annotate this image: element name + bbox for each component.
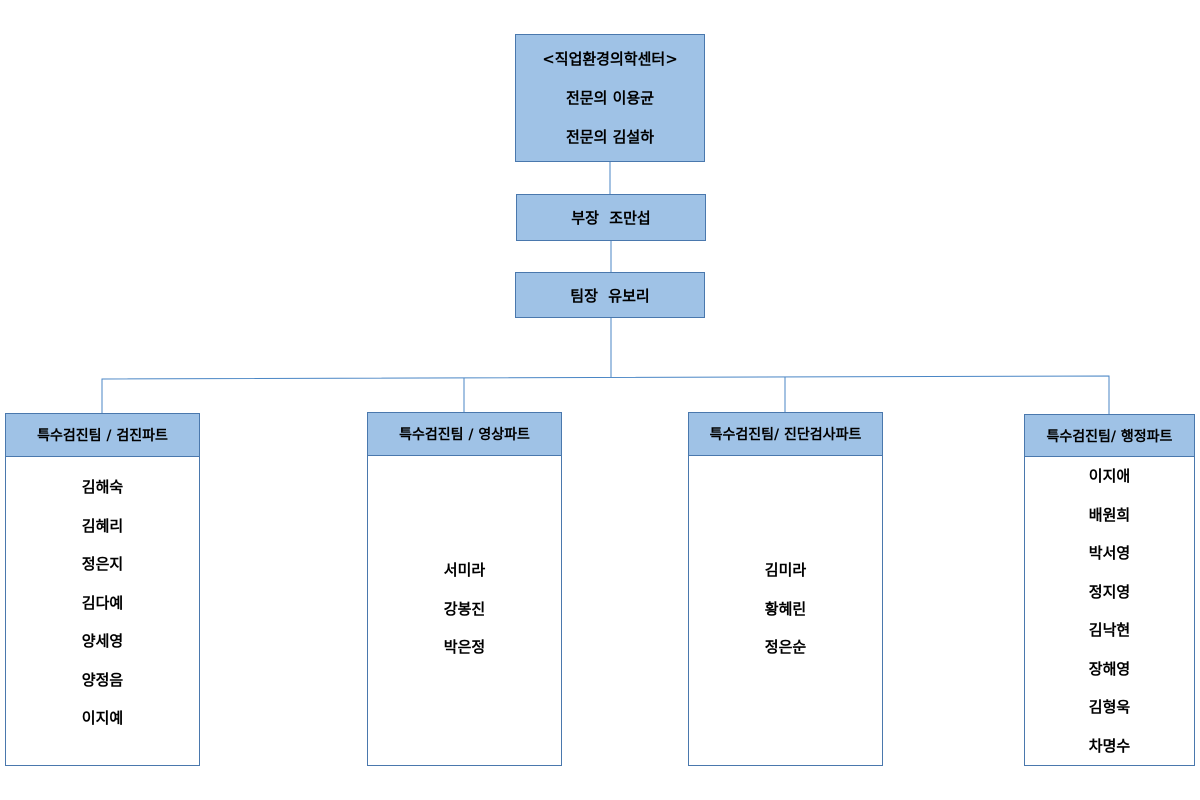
team-member: 이지예 [81,709,124,727]
team-members: 김해숙 김혜리 정은지 김다예 양세영 양정음 이지예 [6,457,199,738]
center-doctor-2: 전문의 김설하 [565,127,655,146]
center-box: <직업환경의학센터> 전문의 이용균 전문의 김설하 [515,34,705,162]
team-member: 김낙현 [1088,621,1131,639]
team-diagnostic-test-part: 특수검진팀/ 진단검사파트 김미라 황혜린 정은순 [688,412,883,766]
team-member: 배원희 [1088,505,1131,524]
department-head-box: 부장 조만섭 [516,194,706,241]
team-header: 특수검진팀/ 행정파트 [1025,415,1194,457]
team-administration-part: 특수검진팀/ 행정파트 이지애 배원희 박서영 정지영 김낙현 장해영 김형욱 … [1024,414,1195,766]
team-member: 정은순 [764,638,807,656]
team-members: 서미라 강봉진 박은정 [368,456,561,667]
department-head-label: 부장 조만섭 [571,209,651,227]
team-member: 양정음 [81,670,124,689]
team-header: 특수검진팀/ 진단검사파트 [689,413,882,456]
team-member: 김다예 [81,593,124,612]
team-members: 김미라 황혜린 정은순 [689,456,882,667]
team-header: 특수검진팀 / 검진파트 [6,414,199,457]
team-checkup-part: 특수검진팀 / 검진파트 김해숙 김혜리 정은지 김다예 양세영 양정음 이지예 [5,413,200,766]
team-member: 장해영 [1088,659,1131,678]
team-member: 서미라 [443,561,486,579]
team-member: 양세영 [81,632,124,650]
team-member: 정은지 [81,555,124,573]
team-imaging-part: 특수검진팀 / 영상파트 서미라 강봉진 박은정 [367,412,562,766]
team-member: 김형욱 [1088,698,1131,716]
team-member: 박서영 [1088,544,1131,562]
team-member: 박은정 [443,638,486,656]
team-member: 정지영 [1088,582,1131,601]
team-member: 차명수 [1088,736,1131,755]
team-member: 김미라 [764,561,807,579]
team-member: 강봉진 [443,599,486,618]
team-lead-box: 팀장 유보리 [515,272,705,318]
team-member: 이지애 [1088,467,1131,485]
center-doctor-1: 전문의 이용균 [565,88,655,107]
team-member: 김해숙 [81,478,124,496]
team-lead-label: 팀장 유보리 [570,286,650,305]
connector-bus [101,375,1110,414]
team-header: 특수검진팀 / 영상파트 [368,413,561,456]
team-member: 황혜린 [764,599,807,618]
team-member: 김혜리 [81,516,124,535]
team-members: 이지애 배원희 박서영 정지영 김낙현 장해영 김형욱 차명수 [1025,457,1194,765]
center-title: <직업환경의학센터> [542,49,678,68]
